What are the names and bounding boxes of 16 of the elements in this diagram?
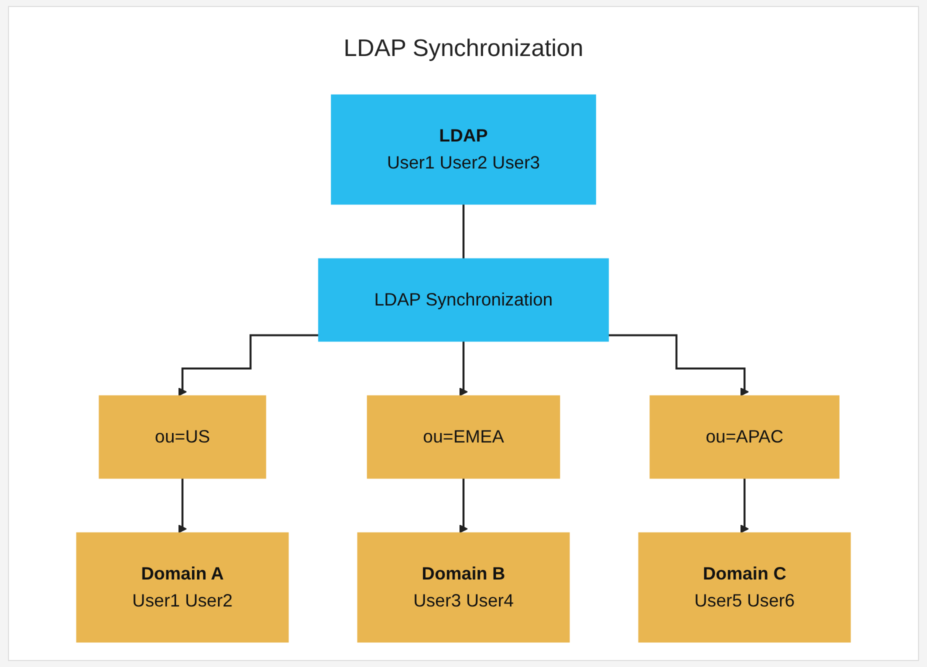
node-box: ou=EMEA (366, 395, 560, 479)
node-box: ou=APAC (650, 395, 840, 479)
connector (462, 203, 464, 260)
arrow (459, 340, 468, 396)
arrow (178, 477, 187, 534)
node-box: LDAP Synchronization (318, 258, 609, 342)
node-box: Domain B User3 User4 (357, 532, 570, 643)
node-box: Domain A User1 User2 (76, 532, 289, 643)
node-box: LDAP User1 User2 User3 (330, 94, 596, 205)
node-box: ou=US (98, 395, 266, 479)
arrow (608, 334, 749, 396)
arrow (178, 334, 319, 396)
diagram-title: LDAP Synchronization (344, 35, 584, 63)
arrow (740, 477, 749, 534)
arrow (459, 477, 468, 534)
node-box: Domain C User5 User6 (638, 532, 851, 643)
